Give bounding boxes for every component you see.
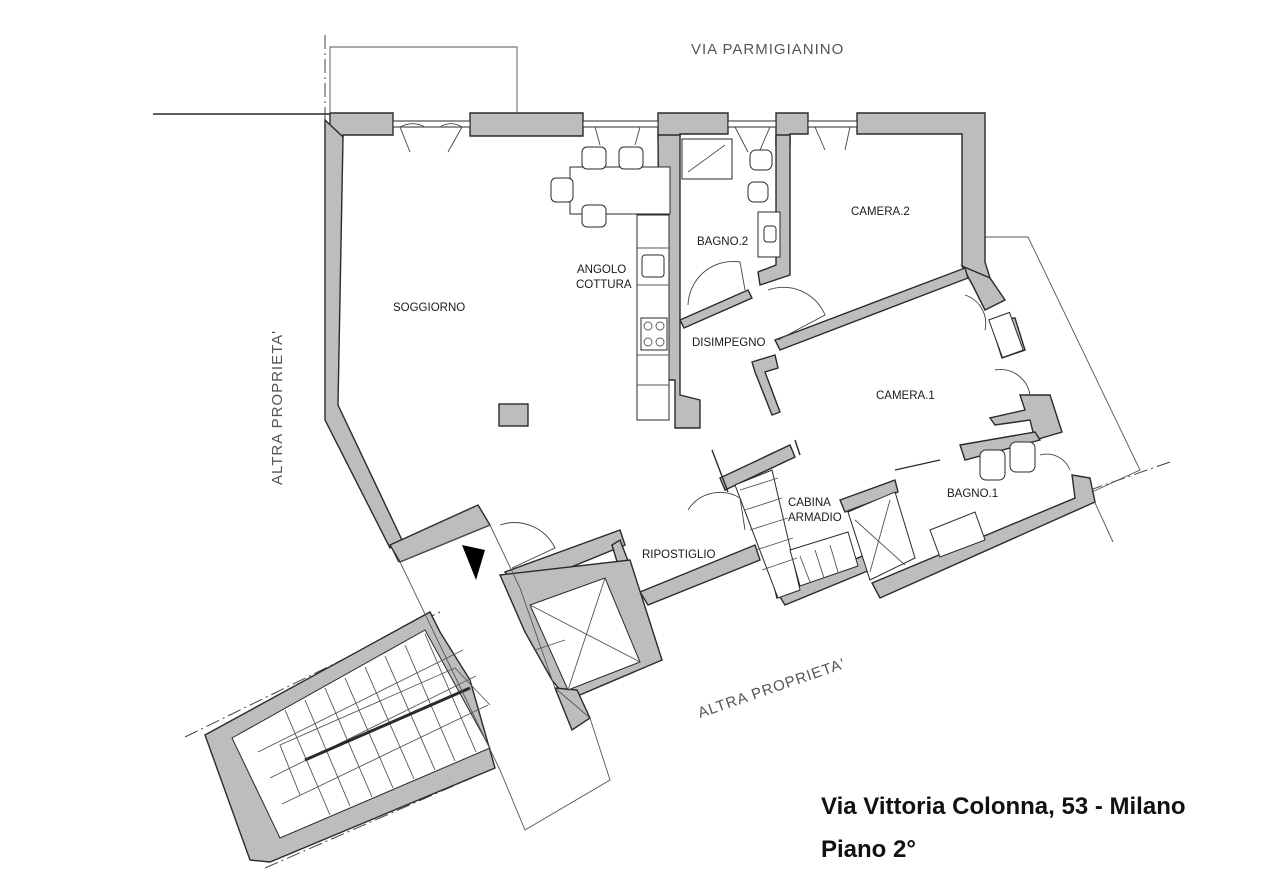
windows bbox=[392, 120, 1024, 359]
dining-table bbox=[550, 146, 671, 228]
label-cabina: CABINA bbox=[788, 497, 831, 509]
label-soggiorno: SOGGIORNO bbox=[393, 302, 465, 314]
column bbox=[498, 403, 529, 427]
label-altra-proprieta-west: ALTRA PROPRIETA' bbox=[269, 330, 286, 485]
label-cottura: COTTURA bbox=[576, 279, 632, 291]
elevator bbox=[529, 577, 641, 691]
staircase bbox=[231, 629, 491, 839]
label-camera-1: CAMERA.1 bbox=[876, 390, 935, 402]
label-via-parmigianino: VIA PARMIGIANINO bbox=[691, 41, 844, 58]
bathroom-2-fixtures bbox=[681, 138, 781, 258]
label-bagno-2: BAGNO.2 bbox=[697, 236, 748, 248]
label-ripostiglio: RIPOSTIGLIO bbox=[642, 549, 716, 561]
floor-caption: Piano 2° bbox=[821, 836, 916, 863]
label-disimpegno: DISIMPEGNO bbox=[692, 337, 766, 349]
entrance-arrow-icon bbox=[462, 545, 485, 580]
label-bagno-1: BAGNO.1 bbox=[947, 488, 998, 500]
address-caption: Via Vittoria Colonna, 53 - Milano bbox=[821, 793, 1186, 820]
label-camera-2: CAMERA.2 bbox=[851, 206, 910, 218]
room-labels: SOGGIORNO ANGOLO COTTURA BAGNO.2 CAMERA.… bbox=[393, 206, 998, 561]
doors bbox=[399, 123, 1071, 569]
label-altra-proprieta-south: ALTRA PROPRIETA' bbox=[696, 655, 848, 722]
landing bbox=[399, 524, 611, 831]
kitchen-counter bbox=[636, 214, 670, 421]
label-angolo: ANGOLO bbox=[577, 264, 626, 276]
bathroom-1-fixtures bbox=[847, 441, 1036, 581]
wardrobe-rails bbox=[734, 469, 859, 599]
label-armadio: ARMADIO bbox=[788, 512, 842, 524]
